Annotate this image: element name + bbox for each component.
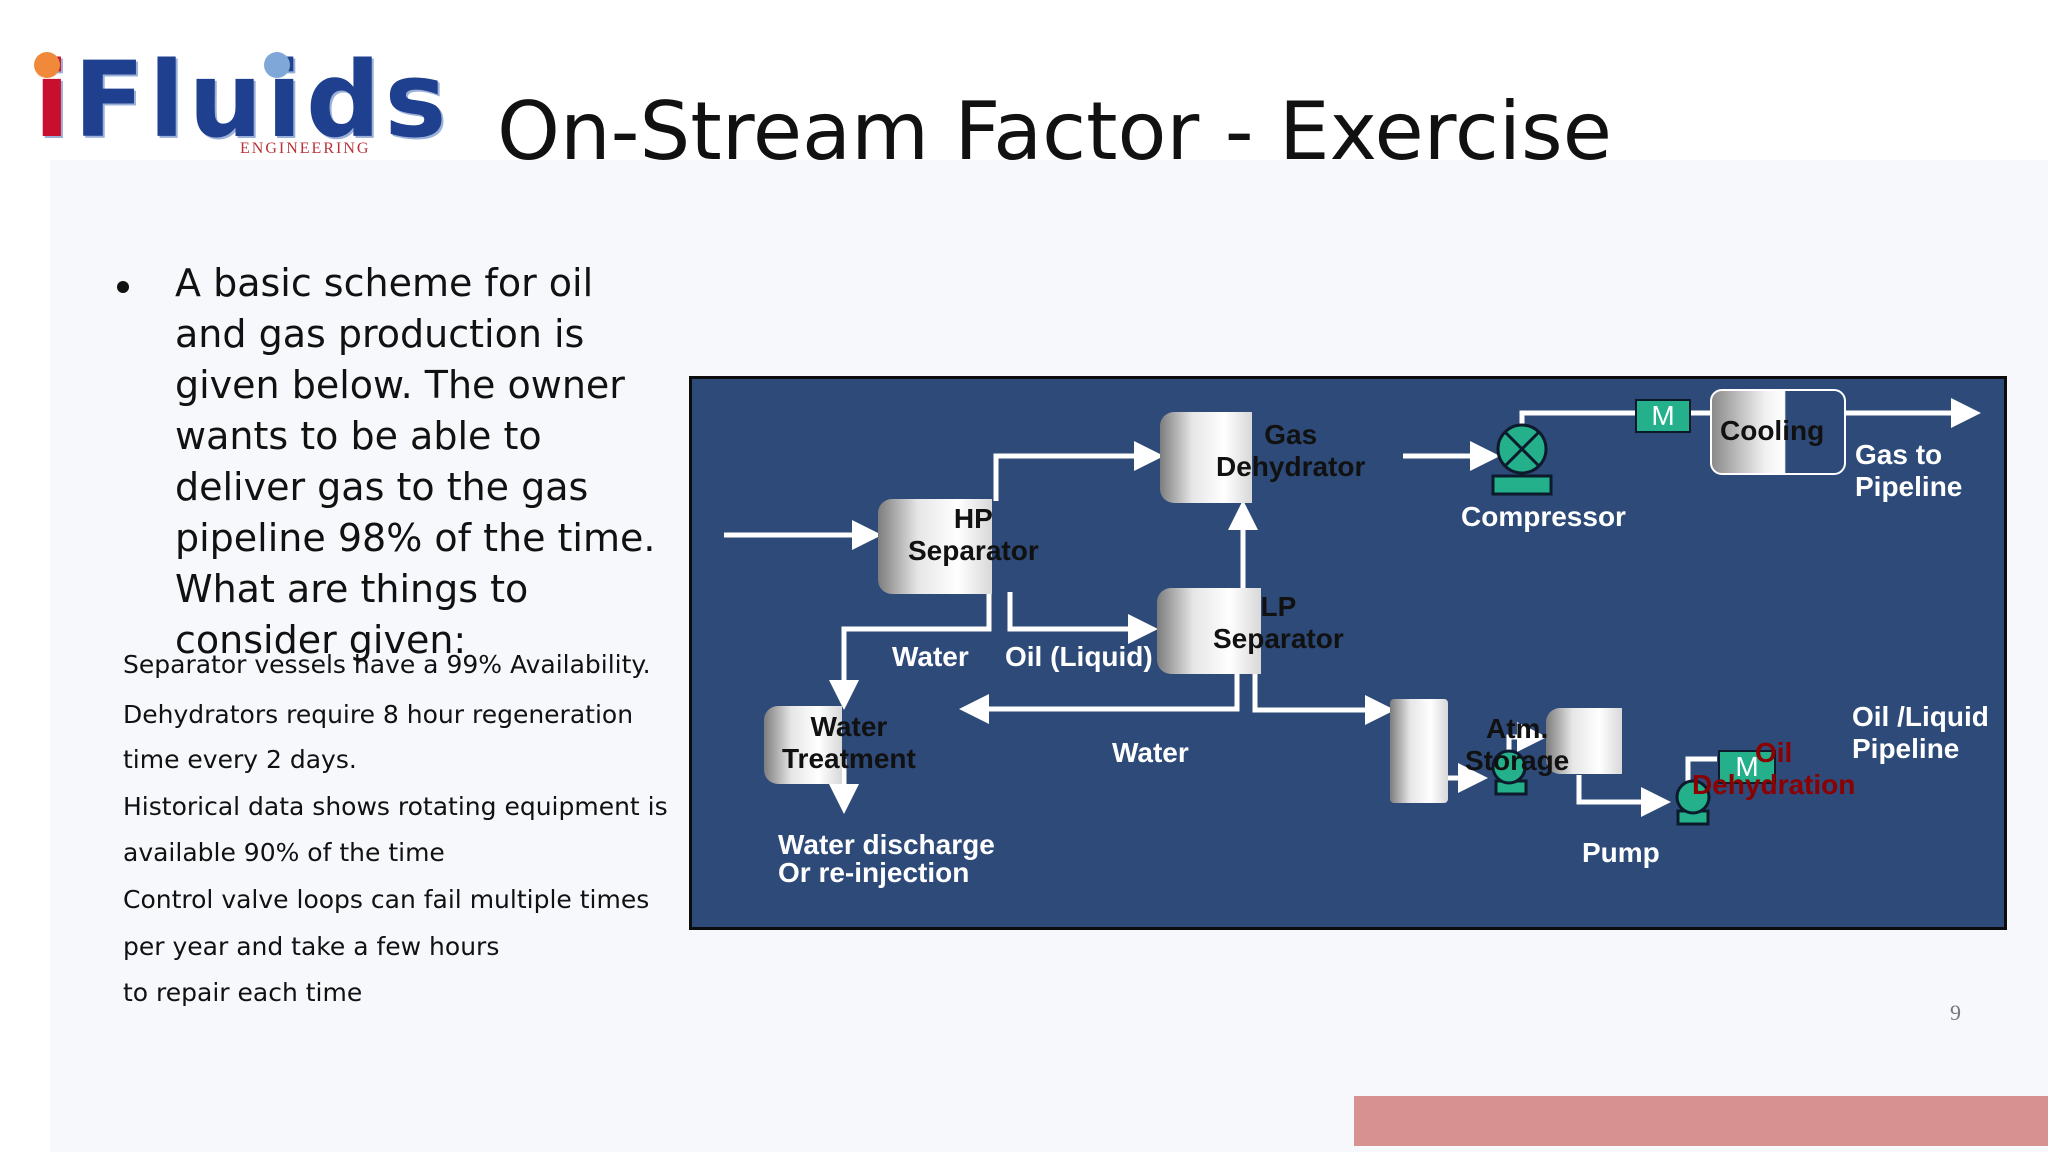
pump2-riser-line bbox=[1685, 756, 1717, 784]
oil-liquid-pipeline-label: Oil /Liquid Pipeline bbox=[1852, 701, 1989, 764]
logo-orange-dot-icon bbox=[34, 52, 60, 78]
hp-gas-line bbox=[993, 441, 1164, 501]
note-line: to repair each time bbox=[123, 978, 363, 1007]
compressor-icon bbox=[1491, 423, 1553, 496]
ifluids-logo: iFluids ENGINEERING bbox=[34, 48, 446, 168]
atm-storage-tank bbox=[1390, 699, 1448, 803]
oil-dehydration-vessel bbox=[1546, 708, 1622, 774]
cooling-unit bbox=[1710, 389, 1846, 475]
lp-separator-label: LP Separator bbox=[1213, 591, 1344, 654]
hp-separator-label: HP Separator bbox=[908, 503, 1039, 566]
motor-1-box: M bbox=[1635, 399, 1691, 433]
atm-storage-label: Atm. Storage bbox=[1465, 713, 1570, 776]
water-treatment-vessel bbox=[764, 706, 842, 784]
logo-blue-dot-icon bbox=[264, 52, 290, 78]
oil-liquid-label: Oil (Liquid) bbox=[1005, 641, 1153, 672]
page-number: 9 bbox=[1950, 1000, 1961, 1025]
motor-2-box: M bbox=[1718, 750, 1776, 784]
gas-to-pipeline-label: Gas to Pipeline bbox=[1855, 439, 1963, 502]
lp-oil-line bbox=[1252, 673, 1395, 725]
note-line: Dehydrators require 8 hour regeneration bbox=[123, 700, 634, 729]
flow-lines bbox=[724, 398, 1981, 826]
footer-accent-bar bbox=[1354, 1096, 2048, 1146]
note-line: time every 2 days. bbox=[123, 745, 357, 774]
note-line: per year and take a few hours bbox=[123, 932, 500, 961]
bullet-icon bbox=[117, 281, 129, 293]
pump-label: Pump bbox=[1582, 837, 1660, 868]
logo-subtitle: ENGINEERING bbox=[240, 140, 371, 157]
oil-dehydration-label: Oil Dehydration bbox=[1692, 737, 1856, 800]
pump-icon bbox=[1491, 749, 1528, 796]
water-label-1: Water bbox=[892, 641, 969, 672]
note-line: Separator vessels have a 99% Availabilit… bbox=[123, 650, 651, 679]
lp-water-line bbox=[959, 673, 1240, 724]
cooling-label: Cooling bbox=[1720, 415, 1825, 446]
process-flow-diagram: M M HP Separator Gas Dehydrator LP Separ… bbox=[689, 376, 2007, 930]
oil-pump-icon bbox=[1675, 779, 1711, 826]
logo-wordmark: iFluids bbox=[34, 39, 451, 161]
note-line: available 90% of the time bbox=[123, 838, 445, 867]
hp-water-line bbox=[829, 592, 992, 710]
dehydration-to-pump2-line bbox=[1576, 775, 1671, 817]
lp-separator-vessel bbox=[1157, 588, 1261, 674]
gas-dehydrator-label: Gas Dehydrator bbox=[1216, 419, 1366, 482]
water-label-2: Water bbox=[1112, 737, 1189, 768]
water-treatment-label: Water Treatment bbox=[782, 711, 916, 774]
compressor-label: Compressor bbox=[1461, 501, 1626, 532]
note-line: Historical data shows rotating equipment… bbox=[123, 792, 668, 821]
hp-oil-line bbox=[1007, 592, 1158, 644]
water-discharge-label: Water discharge Or re-injection bbox=[778, 829, 995, 888]
slide-title: On-Stream Factor - Exercise bbox=[497, 85, 1612, 178]
hp-separator-vessel bbox=[878, 499, 992, 594]
gas-dehydrator-vessel bbox=[1160, 412, 1252, 503]
bullet-text: A basic scheme for oil and gas productio… bbox=[175, 261, 656, 662]
note-line: Control valve loops can fail multiple ti… bbox=[123, 885, 650, 914]
